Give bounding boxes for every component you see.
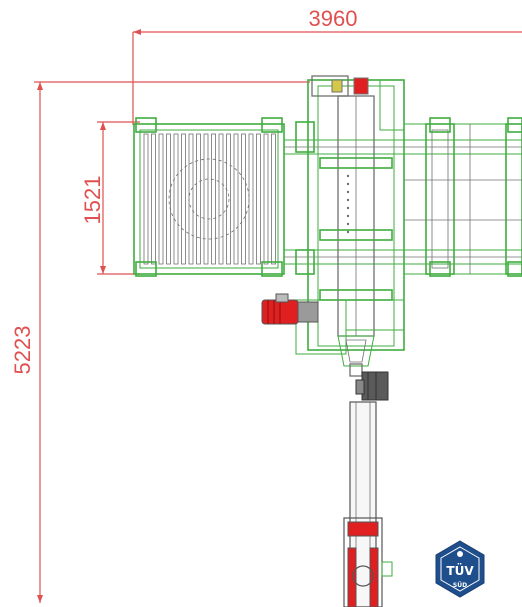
conveyor-roller [173, 133, 179, 265]
conveyor-roller [248, 133, 254, 265]
mounting-hole [346, 214, 350, 218]
sensor-indicator [353, 77, 369, 95]
mounting-hole [346, 222, 350, 226]
mounting-hole [346, 182, 350, 186]
tuv-logo-text: TÜV [446, 563, 474, 578]
transfer-chute [337, 335, 375, 377]
conveyor-roller [211, 133, 216, 265]
conveyor-roller [271, 133, 276, 265]
conveyor-roller [263, 133, 269, 265]
conveyor-roller [203, 133, 209, 265]
dimension-roller-width-label: 1521 [80, 176, 105, 225]
dimension-roller-width: 1521 [80, 121, 140, 275]
conveyor-roller [181, 133, 186, 265]
conveyor-rollers [143, 133, 276, 265]
transfer-tower [295, 75, 405, 355]
chain-conveyor-right [403, 117, 522, 277]
conveyor-roller [233, 133, 239, 265]
mounting-hole [346, 230, 350, 234]
conveyor-roller [188, 133, 194, 265]
belt-drive-unit [343, 517, 393, 607]
dimension-length: 5223 [10, 81, 310, 603]
conveyor-roller [166, 133, 171, 265]
dimension-width-label: 3960 [309, 6, 358, 31]
conveyor-roller [143, 133, 149, 265]
mounting-holes [346, 174, 350, 234]
discharge-motor [355, 371, 389, 401]
side-rails [283, 121, 522, 275]
mounting-hole [346, 198, 350, 202]
conveyor-roller [226, 133, 231, 265]
dimension-length-label: 5223 [10, 326, 35, 375]
conveyor-roller [158, 133, 164, 265]
conveyor-roller [218, 133, 224, 265]
tuv-sud-logo: TÜV SÜD [435, 540, 485, 598]
drive-motor [261, 293, 319, 325]
tuv-logo-subtext: SÜD [453, 582, 467, 589]
roller-conveyor [133, 117, 285, 277]
mounting-hole [346, 206, 350, 210]
dimension-width: 3960 [132, 6, 522, 125]
conveyor-roller [256, 133, 261, 265]
conveyor-roller [196, 133, 201, 265]
tuv-emblem-icon [457, 551, 463, 557]
mounting-hole [346, 174, 350, 178]
conveyor-roller [151, 133, 156, 265]
mounting-hole [346, 190, 350, 194]
conveyor-roller [241, 133, 246, 265]
